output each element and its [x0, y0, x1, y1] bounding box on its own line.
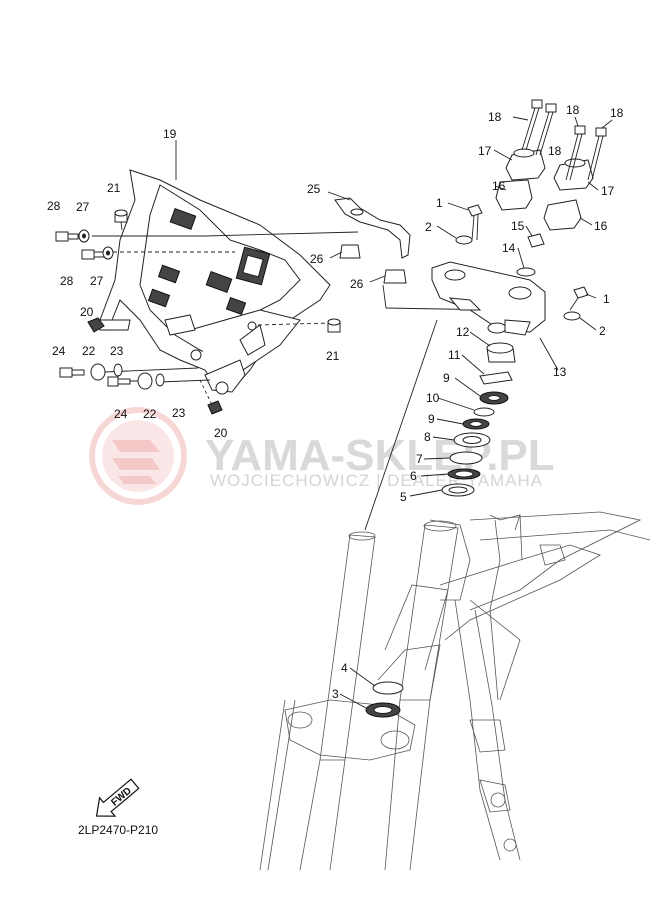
callout-20: 20 — [80, 305, 94, 319]
callout-27: 27 — [90, 274, 104, 288]
callout-17: 17 — [601, 184, 615, 198]
callout-labels: 19 21 28 27 28 27 20 24 22 23 24 22 23 2… — [47, 103, 624, 701]
callout-18: 18 — [548, 144, 562, 158]
callout-1: 1 — [436, 196, 443, 210]
watermark-subtitle: WOJCIECHOWICZ | DEALER YAMAHA — [210, 471, 543, 490]
handlebar-clamps — [495, 148, 594, 231]
callout-2: 2 — [425, 220, 432, 234]
callout-13: 13 — [553, 365, 567, 379]
watermark-logo — [89, 407, 187, 505]
bracket-fasteners — [55, 209, 341, 415]
fwd-arrow-icon: FWD — [95, 778, 140, 817]
callout-22: 22 — [82, 344, 96, 358]
callout-14: 14 — [502, 241, 516, 255]
callout-6: 6 — [410, 469, 417, 483]
callout-18: 18 — [488, 110, 502, 124]
callout-23: 23 — [110, 344, 124, 358]
motorcycle-frame — [429, 511, 651, 861]
callout-leaders — [175, 116, 613, 709]
clamp-bolts — [521, 99, 607, 181]
callout-10: 10 — [426, 391, 440, 405]
callout-21: 21 — [107, 181, 121, 195]
callout-17: 17 — [478, 144, 492, 158]
callout-9: 9 — [428, 412, 435, 426]
front-forks — [259, 520, 459, 871]
callout-19: 19 — [163, 127, 177, 141]
callout-16: 16 — [594, 219, 608, 233]
callout-25: 25 — [307, 182, 321, 196]
callout-4: 4 — [341, 661, 348, 675]
callout-2: 2 — [599, 324, 606, 338]
callout-1: 1 — [603, 292, 610, 306]
callout-24: 24 — [114, 407, 128, 421]
diagram-code: 2LP2470-P210 — [78, 823, 158, 837]
headlight-bracket — [99, 169, 331, 395]
bolt-28-icon — [55, 231, 69, 242]
callout-27: 27 — [76, 200, 90, 214]
callout-9: 9 — [443, 371, 450, 385]
callout-18: 18 — [610, 106, 624, 120]
steering-stack — [365, 342, 516, 718]
callout-16: 16 — [492, 179, 506, 193]
callout-28: 28 — [60, 274, 74, 288]
callout-23: 23 — [172, 406, 186, 420]
callout-15: 15 — [511, 219, 525, 233]
callout-21: 21 — [326, 349, 340, 363]
handle-crown — [431, 261, 546, 336]
watermark-title: YAMA-SKLEP.PL — [205, 431, 555, 480]
callout-5: 5 — [400, 490, 407, 504]
callout-20: 20 — [214, 426, 228, 440]
callout-7: 7 — [416, 452, 423, 466]
callout-18: 18 — [566, 103, 580, 117]
callout-26: 26 — [350, 277, 364, 291]
callout-24: 24 — [52, 344, 66, 358]
leader-line — [364, 319, 438, 531]
callout-26: 26 — [310, 252, 324, 266]
callout-12: 12 — [456, 325, 470, 339]
callout-8: 8 — [424, 430, 431, 444]
callout-3: 3 — [332, 687, 339, 701]
callout-11: 11 — [448, 348, 461, 362]
callout-22: 22 — [143, 407, 157, 421]
stay-bracket — [334, 197, 411, 284]
callout-28: 28 — [47, 199, 61, 213]
